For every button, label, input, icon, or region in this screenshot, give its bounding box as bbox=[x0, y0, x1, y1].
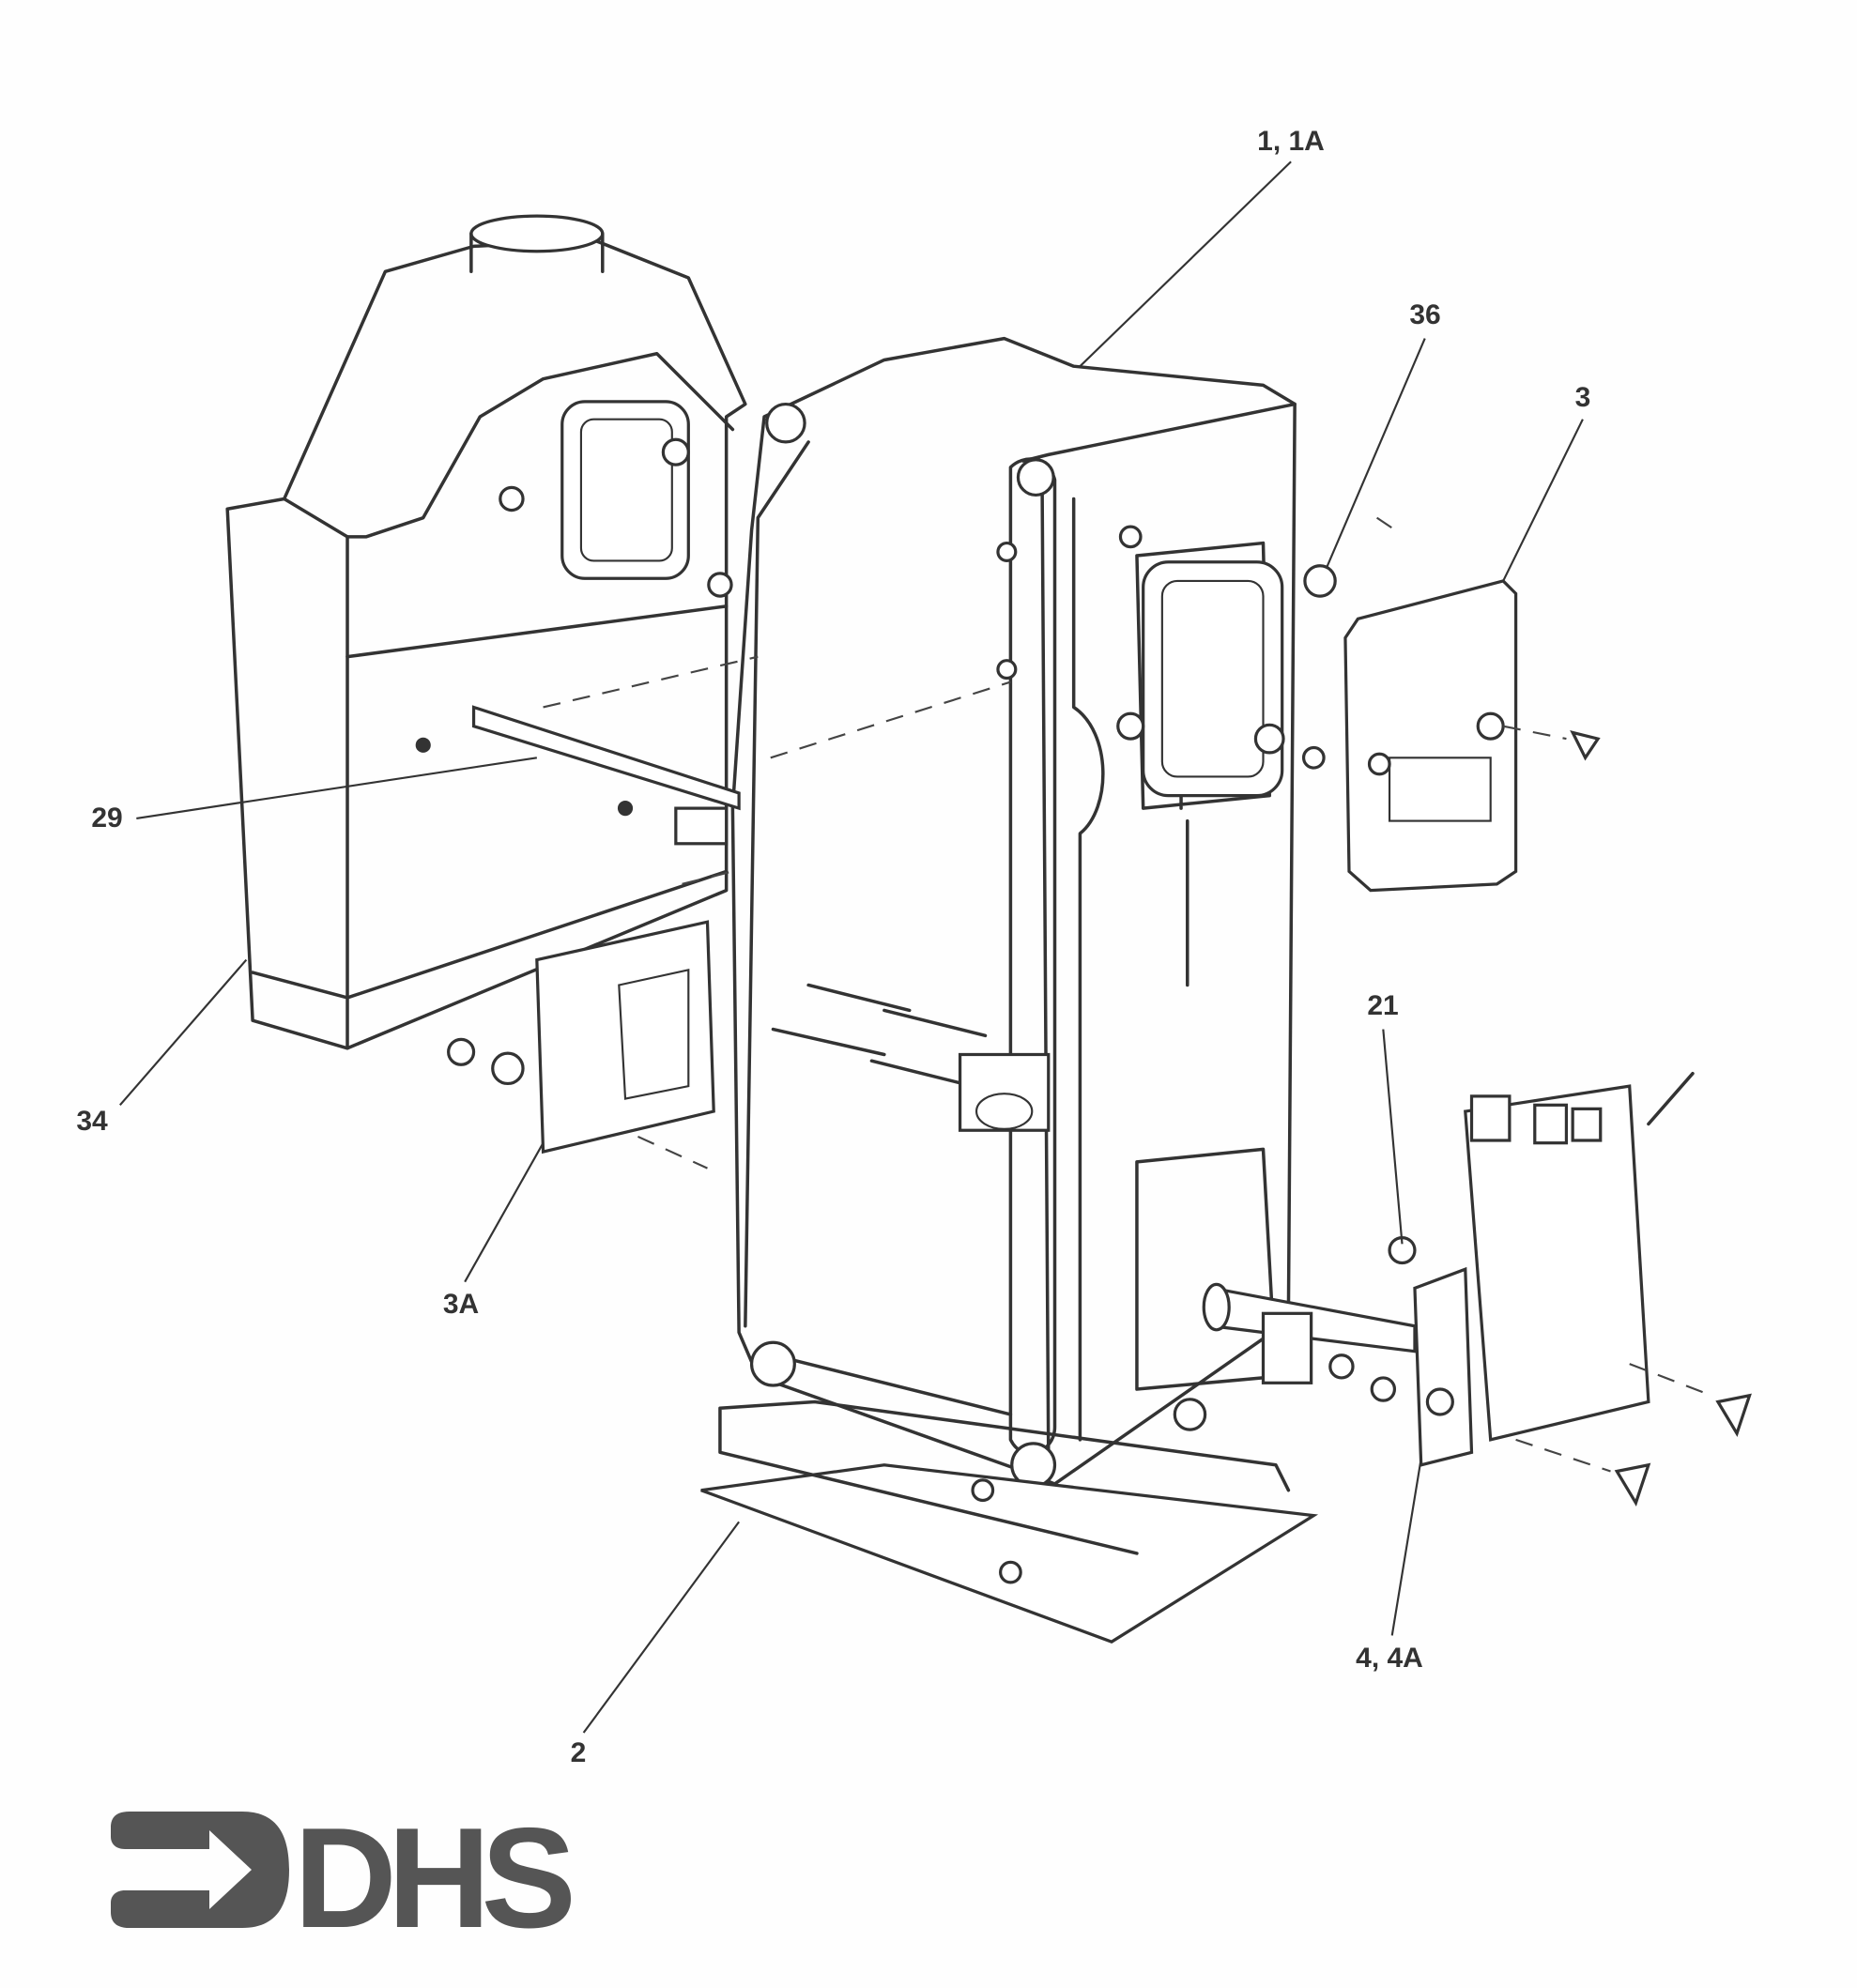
leader-lines bbox=[119, 161, 1584, 1734]
label-part-2: 2 bbox=[570, 1737, 587, 1768]
label-part-21: 21 bbox=[1367, 990, 1399, 1021]
arrow-logo-icon bbox=[111, 1812, 289, 1928]
part-36-gasket bbox=[1116, 516, 1397, 798]
label-part-36: 36 bbox=[1409, 299, 1441, 330]
label-part-1-1a: 1, 1A bbox=[1257, 126, 1325, 157]
part-2-base-tray bbox=[700, 1399, 1319, 1644]
dhs-logo: DHS bbox=[111, 1798, 576, 1958]
part-4-gas-valve bbox=[1173, 1071, 1752, 1506]
label-part-29: 29 bbox=[91, 803, 123, 833]
part-3-cover-plate bbox=[1343, 579, 1601, 893]
logo-text: DHS bbox=[294, 1798, 576, 1958]
part-3A-cover bbox=[447, 920, 715, 1170]
label-part-3: 3 bbox=[1574, 382, 1591, 413]
part-29-bracket bbox=[415, 705, 741, 846]
label-part-34: 34 bbox=[76, 1106, 108, 1137]
part-1-heat-exchanger bbox=[730, 336, 1297, 1489]
label-part-4-4a: 4, 4A bbox=[1356, 1643, 1423, 1674]
label-part-3a: 3A bbox=[442, 1289, 480, 1320]
part-34-casing bbox=[225, 214, 747, 1050]
